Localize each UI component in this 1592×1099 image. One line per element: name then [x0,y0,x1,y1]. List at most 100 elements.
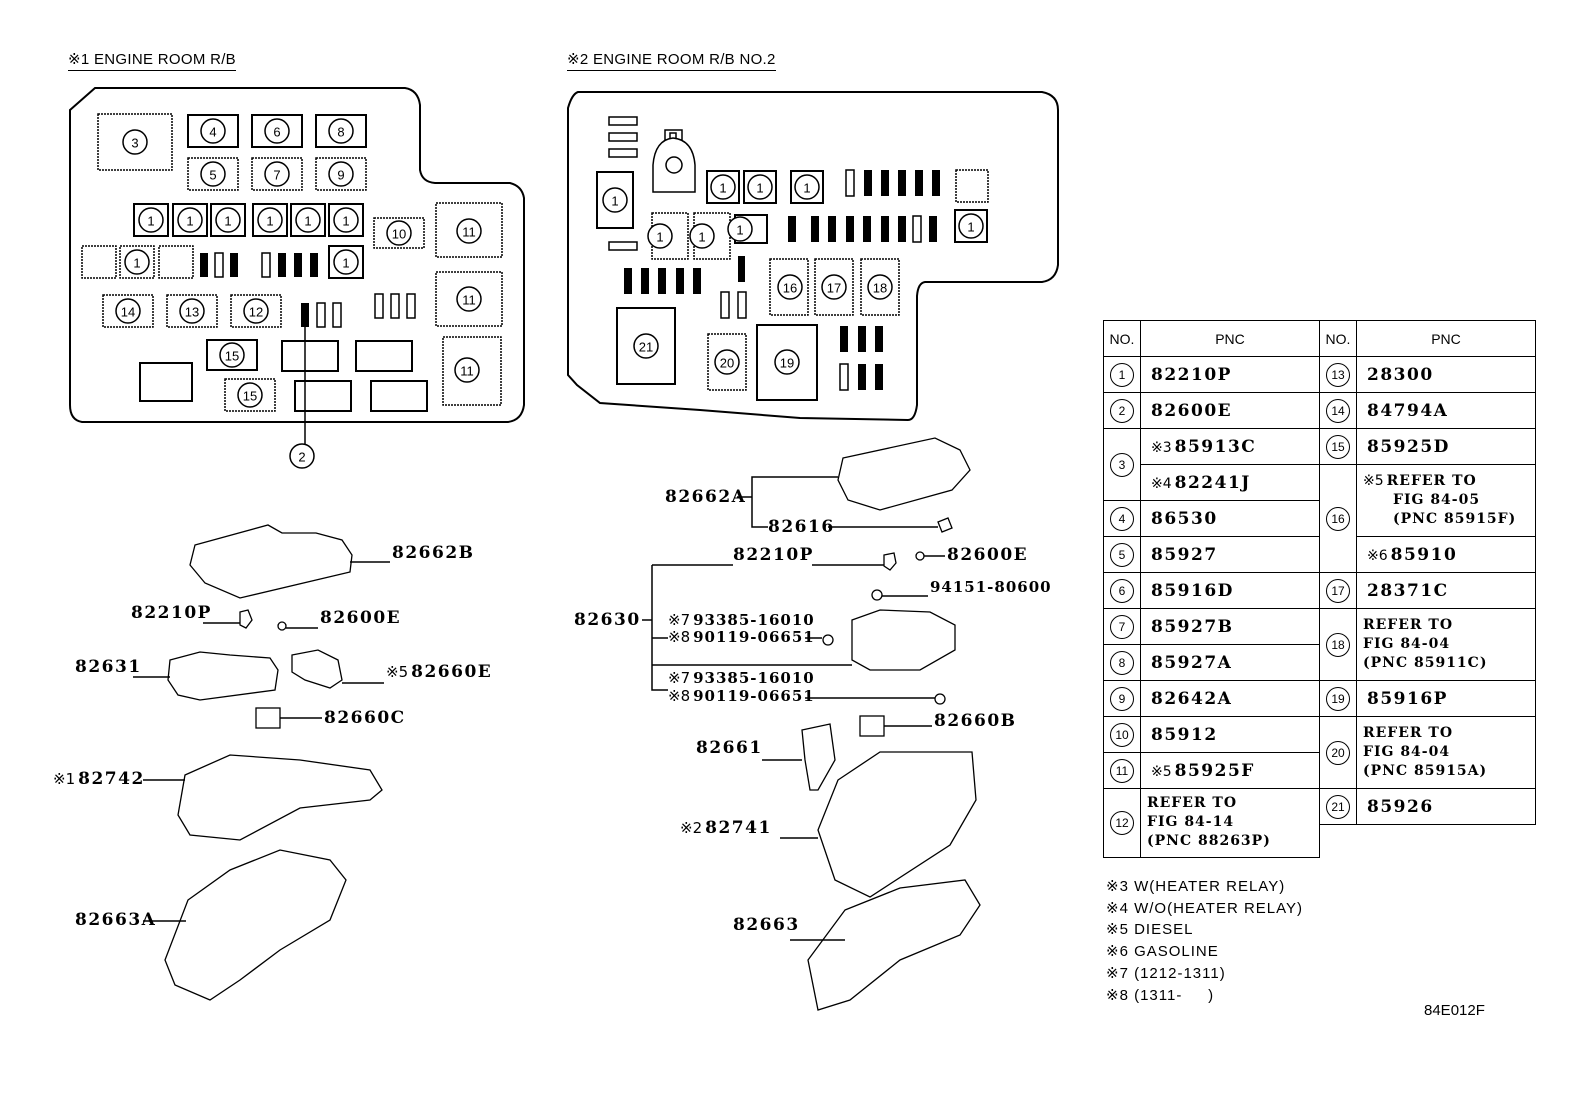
position-callout-number: 1 [147,214,154,229]
label-82600e-right: 82600E [947,545,1029,565]
position-badge: 1 [1110,362,1134,387]
rb1-slot-empty [294,380,352,412]
position-callout-number: 11 [460,364,474,379]
position-callout-circle [633,333,659,359]
rb2-fuse [863,216,871,242]
label-82662a: 82662A [665,487,747,507]
position-callout-number: 13 [185,305,199,320]
position-callout-number: 1 [224,214,231,229]
footnote: ※7 (1212-1311) [1106,964,1226,982]
position-callout-circle [257,207,283,233]
label-82660b: 82660B [934,711,1017,731]
rb2-fuse [624,268,632,294]
table-row: 7 85927B 18 REFER TO FIG 84-04 (PNC 8591… [1103,608,1536,681]
rb2-fuse [858,364,866,390]
rb1-slot-empty [139,362,193,402]
pnc-cell: 85925D [1356,428,1536,465]
rb2-fuse [845,169,855,197]
position-badge: 18 [1326,632,1350,657]
rb2-fuse [912,215,922,243]
table-header-row: NO. PNC NO. PNC [1103,320,1536,357]
position-callout-number: 4 [209,125,216,140]
rb2-fuse [875,364,883,390]
position-callout-number: 20 [720,356,734,371]
rb2-fuse [658,268,666,294]
bolt1-drawing [822,634,834,646]
footnotes: ※3 W(HEATER RELAY) ※4 W/O(HEATER RELAY) … [1106,876,1303,1006]
position-callout-number: 1 [186,214,193,229]
position-badge: 2 [1110,398,1134,423]
rb2-fuse [641,268,649,294]
label-82631: 82631 [75,657,142,677]
pnc-table: NO. PNC NO. PNC 1 82210P 13 28300 2 8260… [1103,320,1536,858]
leader-82662a [751,476,838,528]
bolt2-drawing [934,693,946,705]
label-82630: 82630 [574,610,641,630]
assembly-82630-drawing [851,609,956,671]
position-callout-number: 1 [756,181,763,196]
position-callout-number: 1 [803,181,810,196]
rb2-fuse [828,216,836,242]
position-callout-circle [821,274,847,300]
rb1-fuse [332,302,342,328]
position-callout-number: 1 [266,214,273,229]
position-callout-circle [747,174,773,200]
position-callout-number: 12 [249,305,263,320]
table-row: 9 82642A 19 85916P [1103,680,1536,717]
position-callout-number: 21 [639,340,653,355]
relay-82660c-drawing [255,707,281,729]
position-callout-circle [794,174,820,200]
position-callout-number: 10 [392,227,406,242]
position-callout-circle [777,274,803,300]
position-callout-number: 1 [342,256,349,271]
position-badge: 17 [1326,578,1350,603]
position-callout-number: 7 [273,168,280,183]
position-callout-circle [237,382,263,408]
position-badge: 4 [1110,506,1134,531]
rb1-slot-empty [281,340,339,372]
rb2-fuse [881,216,889,242]
pnc-refer-cell: REFER TO FIG 84-04 (PNC 85915A) [1356,716,1536,789]
relay-82660b-drawing [859,715,885,737]
table-row: 4 86530 [1103,500,1536,537]
rb2-fuse [738,256,745,282]
position-badge: 8 [1110,650,1134,675]
position-callout-number: 1 [133,256,140,271]
rb2-fuse [858,326,866,352]
cover-82662b-drawing [189,524,353,599]
position-badge: 19 [1326,686,1350,711]
fuse-82210p-drawing [239,609,253,629]
position-callout-circle [115,298,141,324]
position-callout-number: 1 [698,230,705,245]
pnc-cell: 28371C [1356,572,1536,609]
header-pnc-right: PNC [1356,320,1536,357]
rb2-fuse [864,170,872,196]
table-row: 1 82210P 13 28300 [1103,356,1536,393]
rb1-fuse [278,253,286,277]
position-badge: 6 [1110,578,1134,603]
position-badge: 3 [1110,452,1134,477]
cover-82662a-drawing [837,437,971,511]
position-callout-number: 18 [873,281,887,296]
position-badge: 10 [1110,722,1134,747]
footnote: ※4 W/O(HEATER RELAY) [1106,899,1304,917]
position-callout-circle [122,129,148,155]
position-callout-number: 11 [462,225,476,240]
pnc-cell: 85916D [1140,572,1320,609]
position-callout-number: 1 [342,214,349,229]
position-callout-circle [328,118,354,144]
rb1-slot-empty [158,245,194,279]
nut-94151-drawing [871,589,883,601]
pnc-cell: 85927 [1140,536,1320,573]
position-callout-number: 5 [209,168,216,183]
footnote: ※8 (1311- ) [1106,986,1215,1004]
position-callout-circle [456,286,482,312]
rb2-fuse [737,291,747,319]
